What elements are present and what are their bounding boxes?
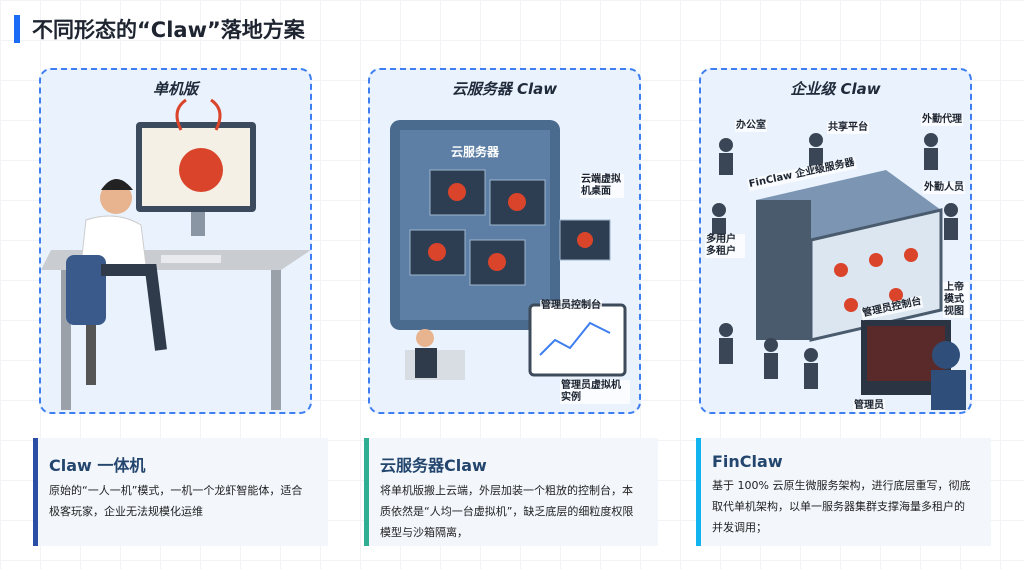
label-field-agent: 外勤代理 (921, 114, 963, 126)
enterprise-illustration (712, 133, 966, 410)
label-field-staff: 外勤人员 (923, 182, 965, 194)
page-header: 不同形态的“Claw”落地方案 (14, 14, 305, 44)
card-description: 原始的“一人一机”模式，一机一个龙虾智能体，适合极客玩家，企业无法规模化运维 (49, 484, 303, 518)
card-title: 云服务器Claw (380, 456, 487, 475)
panel-cloud-server: 云服务器 Claw 云服务器 云端虚拟机桌面 管理员控制台 管理员虚拟机实例 (368, 68, 641, 414)
card-title: Claw 一体机 (49, 456, 146, 475)
label-admin-vm-instance: 管理员虚拟机实例 (560, 380, 630, 404)
card-accent (364, 438, 369, 546)
label-admin: 管理员 (853, 400, 885, 412)
label-god-mode-view: 上帝模式视图 (943, 282, 969, 318)
label-shared-platform: 共享平台 (827, 122, 869, 134)
card-claw-all-in-one: Claw 一体机 原始的“一人一机”模式，一机一个龙虾智能体，适合极客玩家，企业… (33, 438, 328, 546)
title-accent-bar (14, 15, 20, 43)
label-admin-console: 管理员控制台 (540, 300, 602, 312)
card-cloud-server-claw: 云服务器Claw 将单机版搬上云端，外层加装一个粗放的控制台，本质依然是“人均一… (364, 438, 658, 546)
page-title: 不同形态的“Claw”落地方案 (32, 18, 305, 42)
label-cloud-vm-desktop: 云端虚拟机桌面 (580, 174, 624, 198)
panel-title: 云服务器 Claw (451, 80, 558, 98)
label-multi-tenant: 多用户多租户 (705, 234, 745, 258)
label-cloud-server: 云服务器 (451, 145, 500, 159)
label-office: 办公室 (735, 120, 767, 132)
panel-title: 企业级 Claw (790, 80, 881, 98)
panel-title: 单机版 (152, 80, 198, 98)
panel-standalone: 单机版 (39, 68, 312, 414)
card-finclaw: FinClaw 基于 100% 云原生微服务架构，进行底层重写，彻底取代单机架构… (696, 438, 991, 546)
card-description: 将单机版搬上云端，外层加装一个粗放的控制台，本质依然是“人均一台虚拟机”，缺乏底… (380, 484, 634, 539)
card-accent (33, 438, 38, 546)
card-title: FinClaw (712, 452, 783, 471)
cloud-server-illustration (390, 120, 627, 380)
panel-enterprise: 企业级 Claw 办公室 共享平台 外勤代理 FinClaw 企业级服务器 外勤… (699, 68, 972, 414)
card-description: 基于 100% 云原生微服务架构，进行底层重写，彻底取代单机架构，以单一服务器集… (712, 479, 971, 534)
card-accent (696, 438, 701, 546)
standalone-illustration (41, 98, 310, 410)
